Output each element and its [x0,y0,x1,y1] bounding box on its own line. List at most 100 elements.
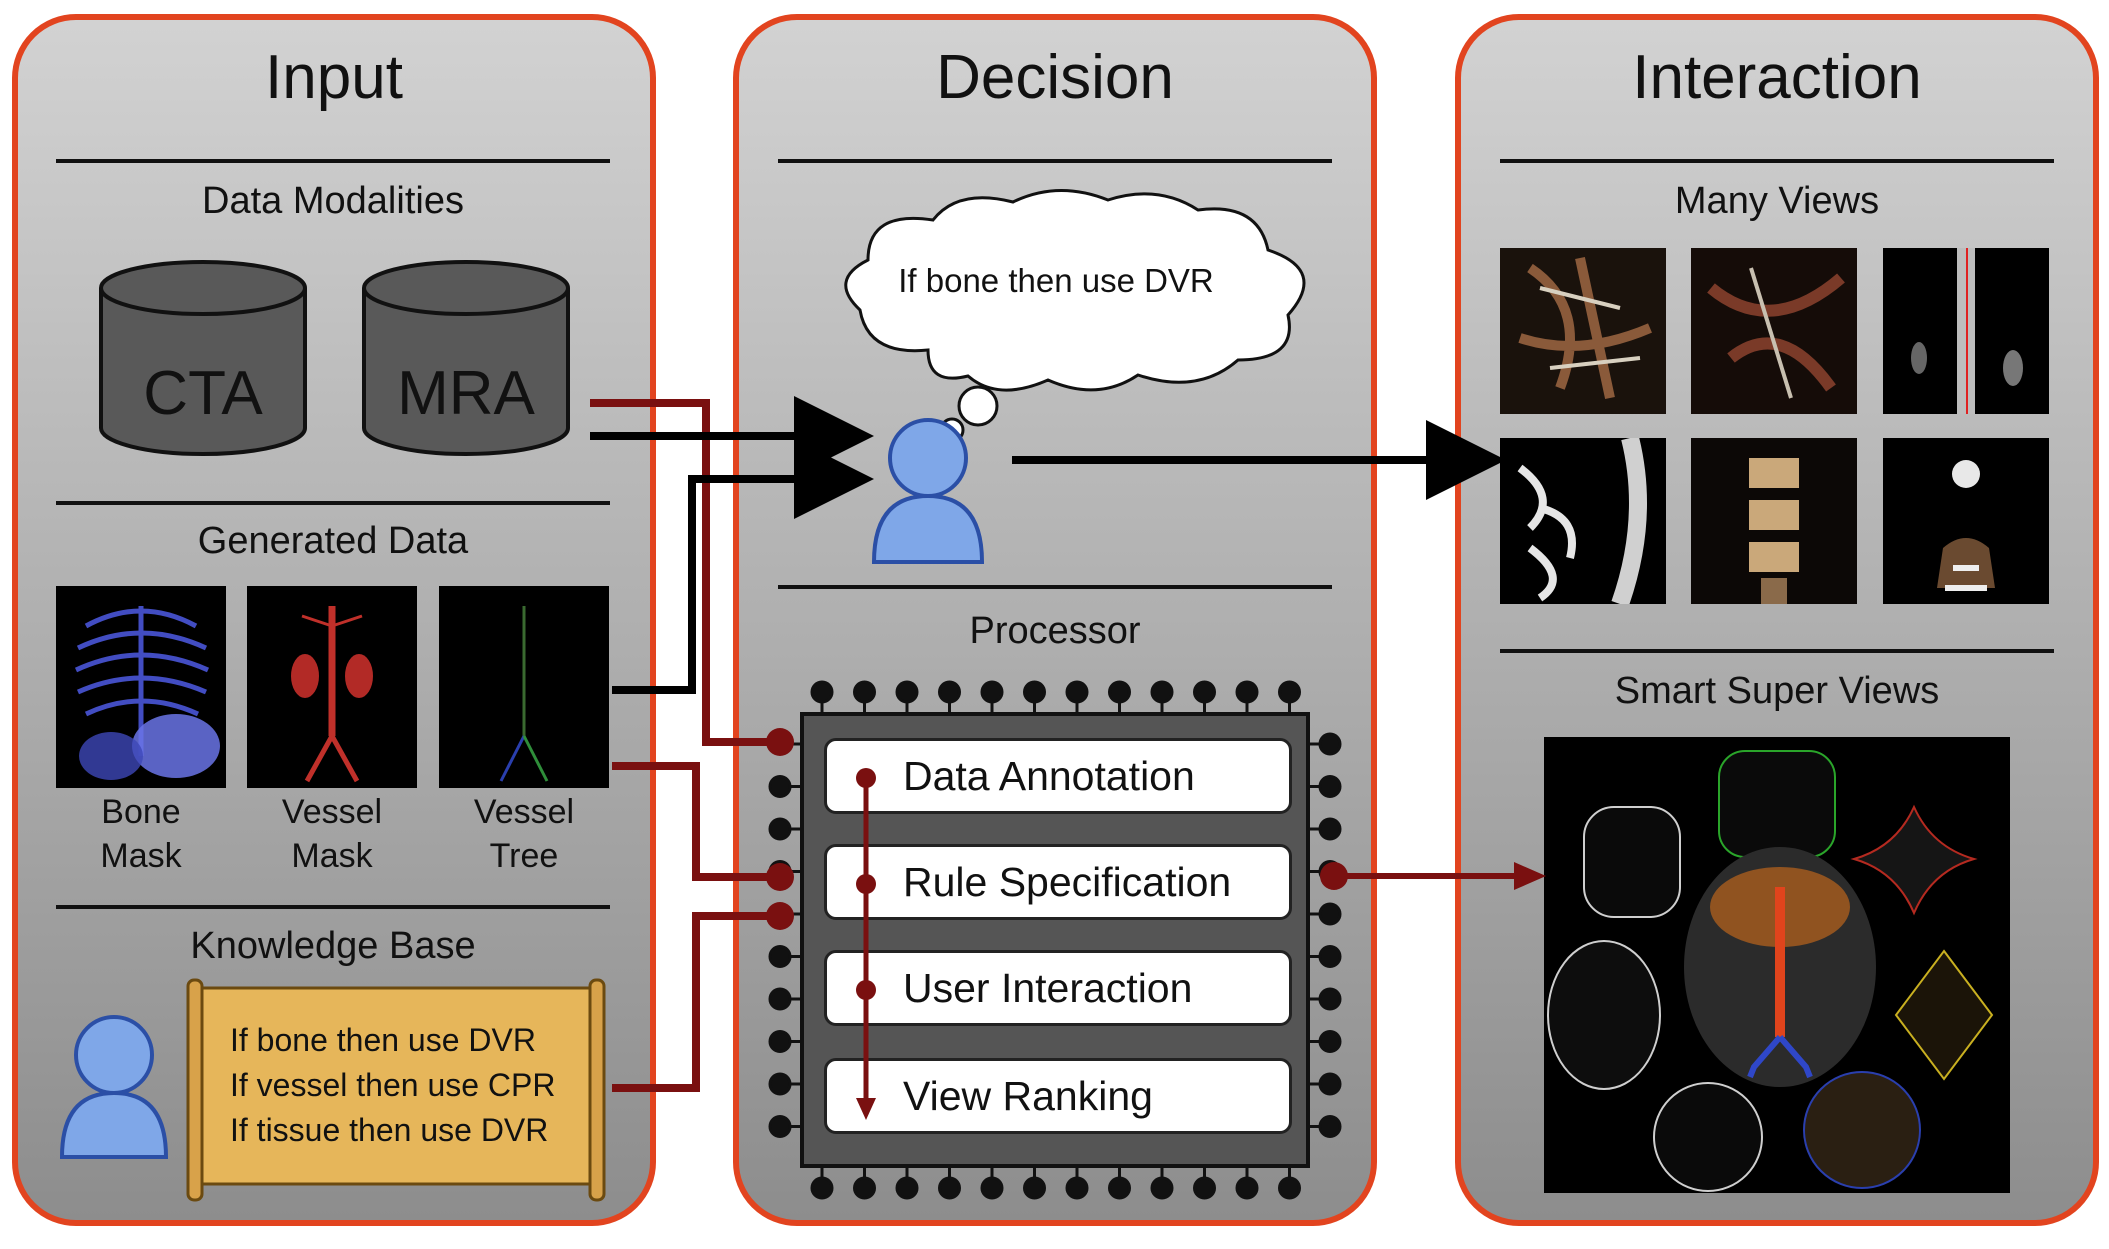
chip-pin-head [1318,732,1342,756]
generated-data-label: Generated Data [197,520,469,562]
mra-database: MRA [361,258,571,458]
view-thumbnail [1883,438,2049,604]
cta-label: CTA [143,359,263,428]
processor-label: Processor [969,610,1141,652]
wire-tree-to-chip [612,762,780,881]
chip-pin-head [1150,680,1174,704]
knowledge-scroll-icon [186,978,606,1202]
interaction-rule-2 [1500,649,2054,653]
input-rule-3 [56,905,610,909]
chip-pin-head [768,775,792,798]
chip-pin-head [768,1072,792,1096]
knowledge-rules: If bone then use DVR If vessel then use … [230,1018,610,1153]
chip-pin-head [768,945,792,968]
chip-pin-head [1108,680,1131,704]
chip-pin-head [938,1176,961,1200]
bone-mask-caption: Bone Mask [100,793,182,875]
chip-pin-head [980,680,1004,704]
arrowhead-chip-to-superview [1514,862,1546,890]
chip-item-rule-specification: Rule Specification [824,844,1292,920]
decision-title: Decision [936,43,1174,112]
decision-rule-1 [778,159,1332,163]
wire-kb-to-chip [612,912,780,1092]
chip-pin-head [1065,1176,1089,1200]
thought-text: If bone then use DVR [898,262,1214,299]
chip-pin-head [1278,1176,1301,1200]
chip-pin-head [895,680,919,704]
cta-database: CTA [98,258,308,458]
knowledge-base-label: Knowledge Base [190,925,476,967]
cta-cylinder-icon [99,260,307,456]
chip-pin-head [1318,775,1342,798]
chip-input-dot [766,728,794,756]
chip-pin-head [853,680,876,704]
chip-pin-head [1193,1176,1216,1200]
chip-pin-head [1065,680,1089,704]
chip-pin-head [1318,945,1342,968]
chip-pin-head [1318,1030,1342,1053]
chip-pin-head [768,1030,792,1053]
chip-pin-head [1318,987,1342,1011]
input-title: Input [265,43,403,112]
chip-pin-head [768,817,792,841]
view-thumbnail [1691,438,1857,604]
chip-pin-head [1108,1176,1131,1200]
view-thumbnail [1500,438,1666,604]
chip-input-dot [766,902,794,930]
chip-item-view-ranking: View Ranking [824,1058,1292,1134]
chip-pin-head [980,1176,1004,1200]
chip-pin-head [895,1176,919,1200]
chip-pin-head [1318,902,1342,926]
wire-mra-to-chip [590,399,780,746]
chip-pin-head [1318,1115,1342,1138]
chip-pin-head [1023,1176,1046,1200]
mra-label: MRA [397,359,535,428]
rule-line: If tissue then use DVR [230,1112,549,1148]
flow-dot [856,980,876,1000]
vessel-mask-caption: Vessel Mask [281,793,383,875]
bone-mask-image [56,586,226,788]
chip-pin-head [1235,1176,1259,1200]
data-modalities-label: Data Modalities [202,180,464,222]
chip-pin-head [1318,1072,1342,1096]
vessel-mask-image [247,586,417,788]
chip-input-dot [766,863,794,891]
chip-item-user-interaction: User Interaction [824,950,1292,1026]
mra-cylinder-icon [362,260,570,456]
rule-line: If bone then use DVR [230,1022,536,1058]
smart-super-views-label: Smart Super Views [1614,670,1940,712]
chip-pin-head [1023,680,1046,704]
flow-dot [856,874,876,894]
flow-arrowhead [856,1098,876,1120]
chip-pin-head [1235,680,1259,704]
chip-pin-head [938,680,961,704]
chip-item-data-annotation: Data Annotation [824,738,1292,814]
view-thumbnail [1500,248,1666,414]
interaction-rule-1 [1500,159,2054,163]
decision-user-icon [871,418,985,564]
many-views-label: Many Views [1674,180,1880,222]
chip-pin-head [1193,680,1216,704]
decision-rule-2 [778,585,1332,589]
input-rule-1 [56,159,610,163]
expert-user-icon [59,1015,169,1159]
flow-dot [856,768,876,788]
input-rule-2 [56,501,610,505]
arrow-generated-to-user [612,439,874,694]
chip-pin-head [853,1176,876,1200]
chip-pin-head [768,987,792,1011]
chip-pin-head [1318,817,1342,841]
chip-pin-head [1150,1176,1174,1200]
chip-pin-head [810,680,834,704]
view-thumbnail [1691,248,1857,414]
rule-line: If vessel then use CPR [230,1067,556,1103]
vessel-tree-image [439,586,609,788]
vessel-tree-caption: Vessel Tree [473,793,575,875]
interaction-title: Interaction [1632,43,1922,112]
thought-cloud-icon [844,188,1306,392]
view-thumbnail [1883,248,2049,414]
chip-pin-head [810,1176,834,1200]
chip-pin-head [768,1115,792,1138]
